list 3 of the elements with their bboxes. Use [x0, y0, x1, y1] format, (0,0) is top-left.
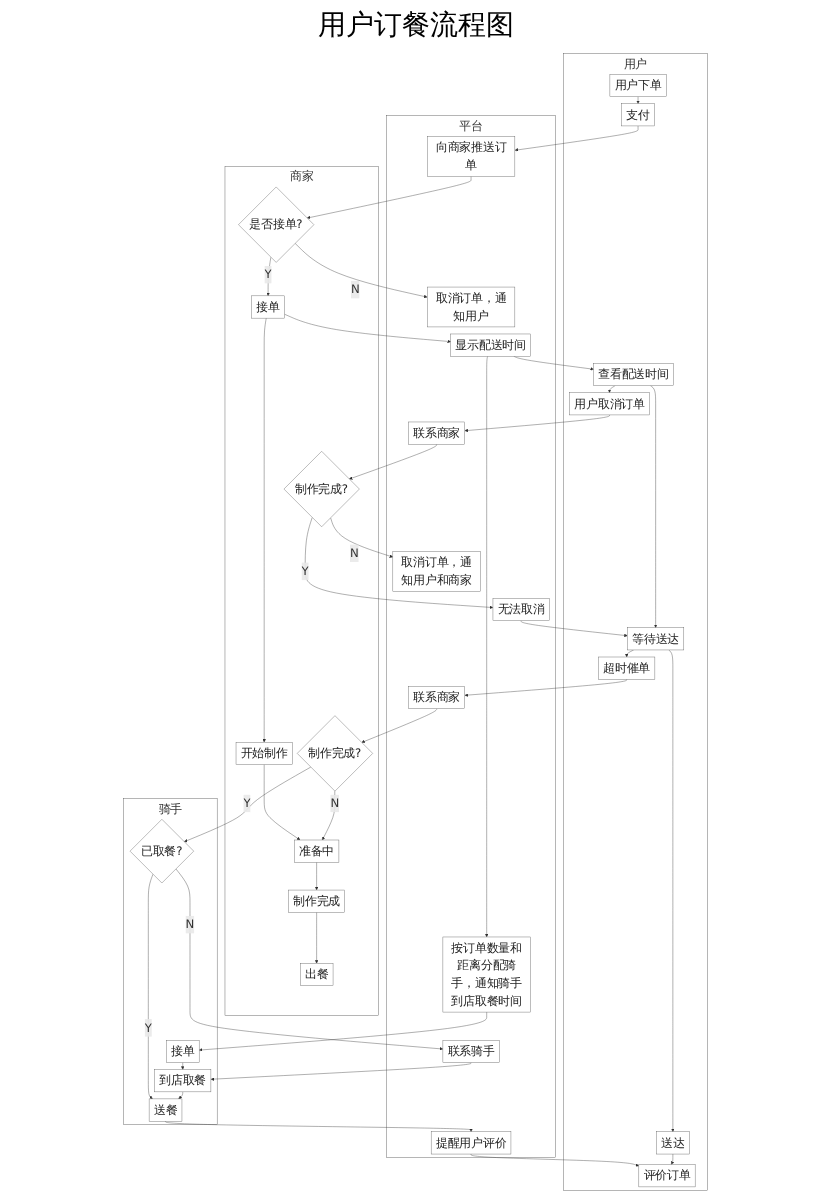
diagram-title: 用户订餐流程图: [316, 8, 516, 46]
arrow: [179, 1091, 184, 1100]
arrow: [636, 96, 641, 104]
